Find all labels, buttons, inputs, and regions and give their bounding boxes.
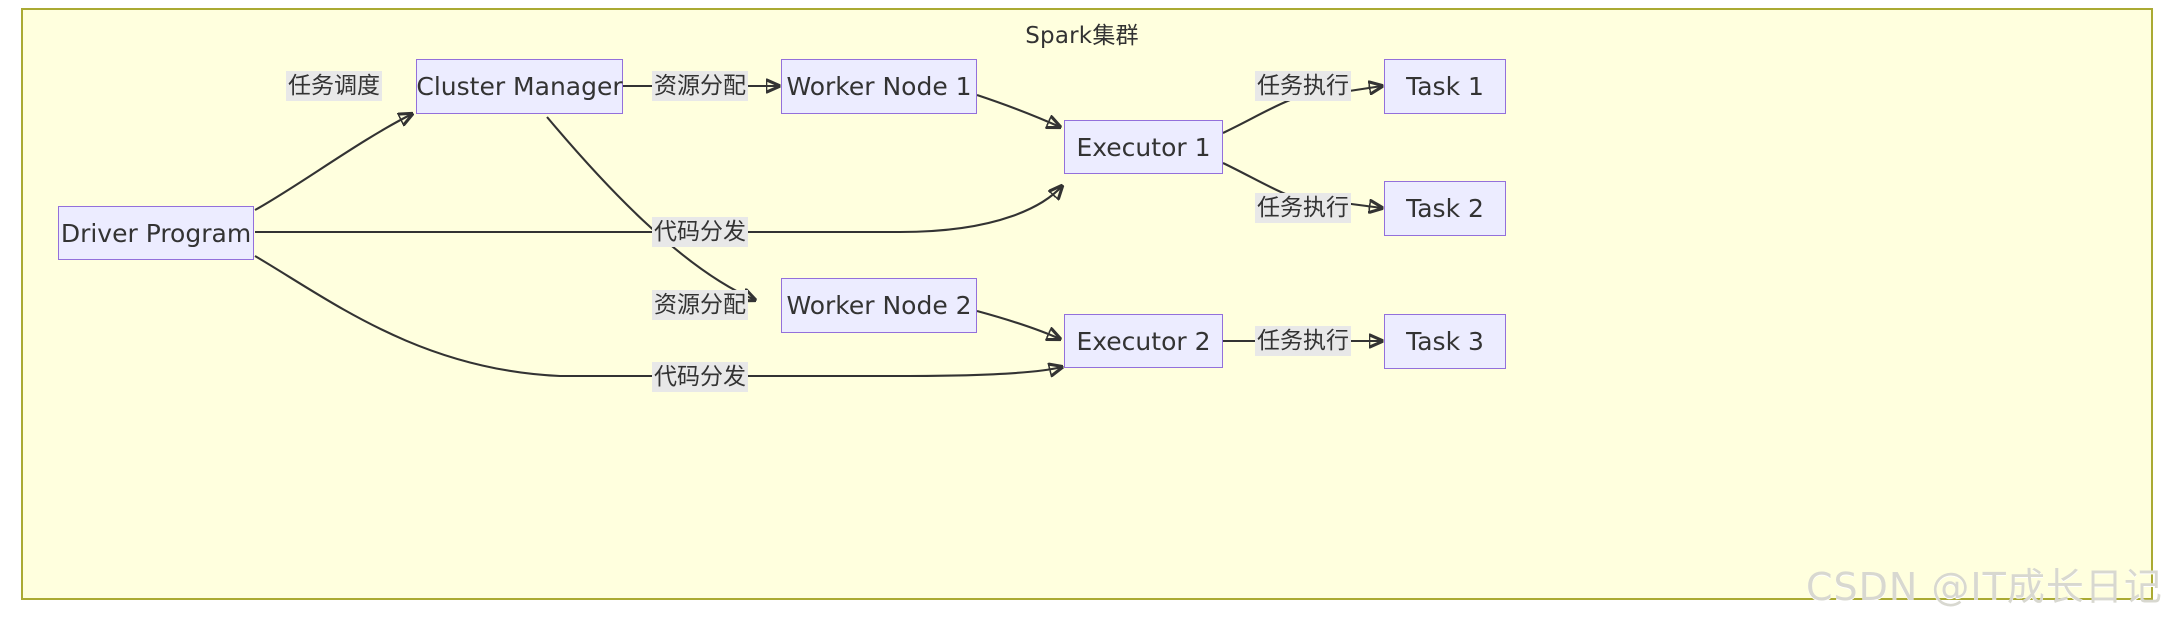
node-label: Executor 2 bbox=[1076, 326, 1211, 356]
node-worker-node-2[interactable]: Worker Node 2 bbox=[781, 278, 977, 333]
edge-label-code-distribution-1: 代码分发 bbox=[652, 217, 748, 247]
cluster-title: Spark集群 bbox=[1025, 23, 1139, 49]
edge-label-resource-allocation-2: 资源分配 bbox=[652, 290, 748, 320]
node-worker-node-1[interactable]: Worker Node 1 bbox=[781, 59, 977, 114]
node-task-1[interactable]: Task 1 bbox=[1384, 59, 1506, 114]
node-label: Worker Node 2 bbox=[786, 291, 972, 320]
edge-label-task-scheduling: 任务调度 bbox=[286, 71, 382, 101]
edge-label-resource-allocation-1: 资源分配 bbox=[652, 71, 748, 101]
node-cluster-manager[interactable]: Cluster Manager bbox=[416, 59, 623, 114]
node-label: Driver Program bbox=[60, 218, 252, 248]
edge-label-task-execution-3: 任务执行 bbox=[1255, 326, 1351, 356]
node-label: Cluster Manager bbox=[416, 72, 623, 101]
node-label: Task 1 bbox=[1406, 72, 1484, 101]
node-label: Task 2 bbox=[1406, 194, 1484, 223]
node-driver-program[interactable]: Driver Program bbox=[58, 206, 254, 260]
node-task-3[interactable]: Task 3 bbox=[1384, 314, 1506, 369]
node-label: Executor 1 bbox=[1076, 132, 1211, 162]
edge-label-task-execution-2: 任务执行 bbox=[1255, 193, 1351, 223]
node-label: Task 3 bbox=[1406, 327, 1484, 356]
edge-label-task-execution-1: 任务执行 bbox=[1255, 71, 1351, 101]
node-label: Worker Node 1 bbox=[786, 72, 972, 101]
node-executor-1[interactable]: Executor 1 bbox=[1064, 120, 1223, 174]
csdn-watermark: CSDN @IT成长日记 bbox=[1806, 565, 2163, 609]
node-task-2[interactable]: Task 2 bbox=[1384, 181, 1506, 236]
node-executor-2[interactable]: Executor 2 bbox=[1064, 314, 1223, 368]
edge-label-code-distribution-2: 代码分发 bbox=[652, 362, 748, 392]
